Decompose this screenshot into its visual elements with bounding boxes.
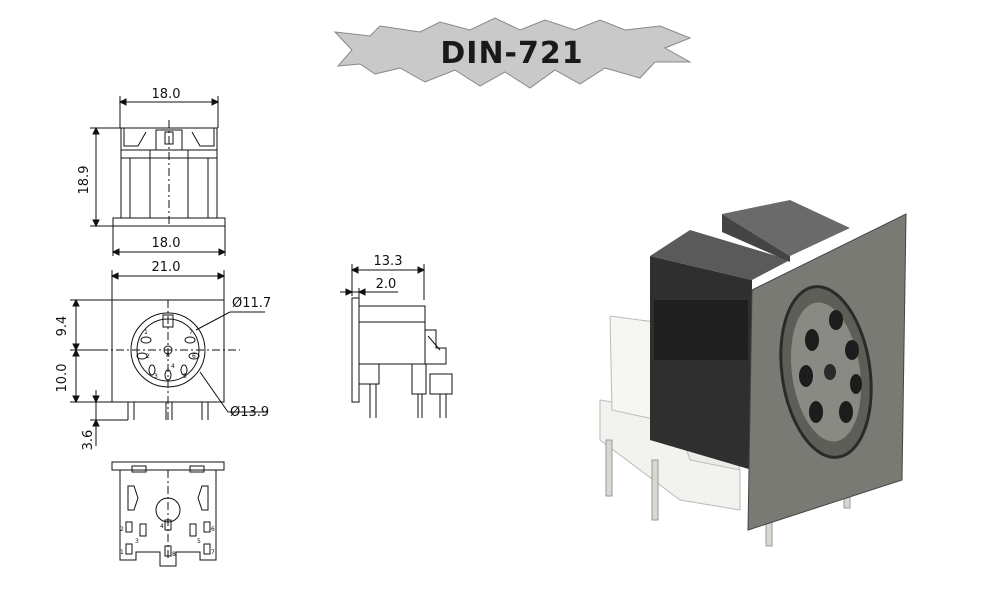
pin-label: 4 — [171, 363, 175, 370]
dim-side-flange: 2.0 — [376, 277, 397, 292]
dim-width-base: 18.0 — [152, 236, 181, 251]
pin-label: 7 — [211, 549, 215, 556]
pin-label: 1 — [120, 549, 124, 556]
pin-label: 5 — [197, 538, 201, 545]
front-view — [70, 270, 268, 446]
dim-upper-height: 9.4 — [55, 316, 70, 337]
pin-label: 2 — [146, 353, 150, 360]
dim-inner-diameter: Ø11.7 — [232, 296, 271, 311]
pin-label: 1 — [144, 329, 148, 336]
dim-height: 18.9 — [77, 166, 92, 195]
side-view — [340, 264, 453, 418]
bottom-view — [111, 461, 225, 567]
dim-pin-length: 3.6 — [81, 430, 96, 451]
pin-label: 4 — [160, 523, 164, 530]
pin-label: 8 — [172, 551, 176, 558]
pin-label: 7 — [189, 329, 193, 336]
banner-shape — [333, 17, 692, 89]
title: DIN-721 — [440, 36, 583, 71]
pin-label: 3 — [135, 538, 139, 545]
connector-photo — [599, 200, 907, 547]
pin-label: 8 — [166, 352, 170, 359]
dim-width-top: 18.0 — [152, 87, 181, 102]
dim-front-width: 21.0 — [152, 260, 181, 275]
title-banner: DIN-721 — [333, 17, 692, 89]
pin-label: 6 — [192, 353, 196, 360]
pin-label: 3 — [154, 373, 158, 380]
dim-side-depth: 13.3 — [374, 254, 403, 269]
pin-label: 5 — [183, 373, 187, 380]
pin-label: 2 — [120, 526, 124, 533]
top-view — [90, 96, 227, 256]
dim-outer-diameter: Ø13.9 — [230, 405, 269, 420]
pin-label: 6 — [211, 526, 215, 533]
dim-lower-height: 10.0 — [55, 364, 70, 393]
